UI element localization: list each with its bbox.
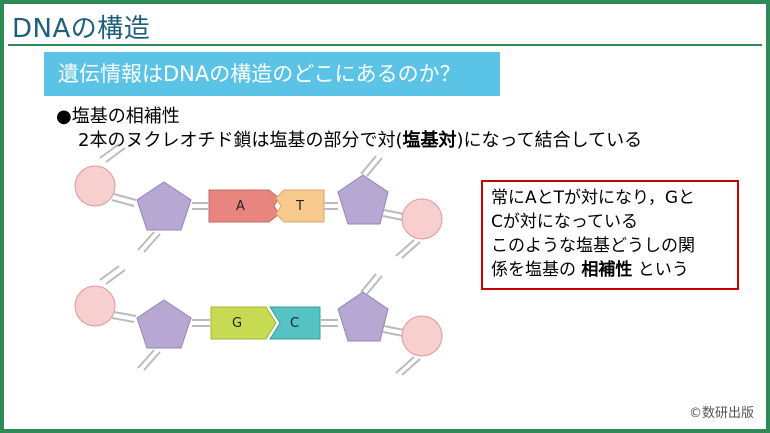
base-t: [275, 189, 325, 223]
bullet-text-after: )になって結合している: [456, 130, 643, 151]
copyright: ©数研出版: [688, 406, 754, 421]
bond-line: [383, 209, 405, 215]
bond-line: [360, 273, 377, 293]
base-c: [269, 306, 321, 340]
phosphate-left-2: [74, 285, 116, 327]
bullet-dot: ●: [56, 106, 72, 127]
bond-line: [99, 265, 120, 281]
bullet-heading-text: 塩基の相補性: [71, 106, 180, 127]
bond-line: [113, 193, 137, 201]
slide-title: DNAの構造: [12, 14, 151, 44]
base-c-label: C: [290, 316, 299, 331]
base-g: [210, 306, 277, 340]
bond-line: [111, 317, 135, 323]
note-line4-before: 係を塩基の: [491, 260, 582, 280]
bond-line: [382, 331, 404, 337]
bond-line: [366, 157, 383, 177]
note-line: 常にAとTが対になり，Gと: [491, 188, 695, 208]
note-line: このような塩基どうしの関: [491, 236, 695, 256]
complementarity-note: 常にAとTが対になり，Gと Cが対になっている このような塩基どうしの関 係を塩…: [481, 180, 739, 290]
bond-line: [382, 215, 404, 221]
bond-line: [143, 233, 161, 253]
sugar-right-2: [337, 291, 389, 342]
bond-line: [401, 358, 421, 376]
note-line: 係を塩基の 相補性 という: [491, 258, 729, 282]
bond-line: [105, 147, 126, 163]
base-g-label: G: [232, 316, 242, 331]
phosphate-left-1: [74, 165, 116, 207]
bond-line: [113, 311, 137, 317]
bond-line: [401, 241, 421, 259]
bond-line: [137, 349, 155, 369]
base-t-label: T: [295, 199, 304, 214]
bond-line: [395, 356, 415, 374]
question-banner: 遺伝情報はDNAの構造のどこにあるのか？: [44, 52, 500, 96]
bond-line: [395, 239, 415, 257]
base-a: [208, 189, 280, 223]
bullet-heading: ●塩基の相補性: [56, 102, 180, 128]
bond-line: [366, 275, 383, 295]
phosphate-right-2: [401, 315, 443, 357]
note-line4-after: という: [632, 260, 689, 280]
bond-line: [143, 351, 161, 371]
bond-line: [137, 231, 155, 251]
sugar-left-1: [136, 181, 192, 231]
bond-line: [360, 155, 377, 175]
bond-line: [111, 199, 135, 207]
note-line4-bold: 相補性: [581, 260, 633, 280]
sugar-right-1: [337, 174, 389, 225]
bond-line: [99, 143, 120, 159]
bond-line: [105, 269, 126, 285]
bullet-body: 2本のヌクレオチド鎖は塩基の部分で対(塩基対)になって結合している: [78, 126, 642, 152]
note-line: Cが対になっている: [491, 212, 639, 232]
bullet-text-before: 2本のヌクレオチド鎖は塩基の部分で対(: [78, 130, 403, 151]
bond-line: [383, 325, 405, 331]
bullet-text-bold: 塩基対: [402, 130, 457, 151]
sugar-left-2: [136, 299, 192, 349]
base-a-label: A: [236, 199, 245, 214]
phosphate-right-1: [401, 198, 443, 240]
base-pair-diagram: A T G: [74, 143, 443, 376]
title-divider: [8, 44, 762, 46]
pair-a-t: A T: [74, 143, 443, 259]
pair-g-c: G C: [74, 265, 443, 376]
